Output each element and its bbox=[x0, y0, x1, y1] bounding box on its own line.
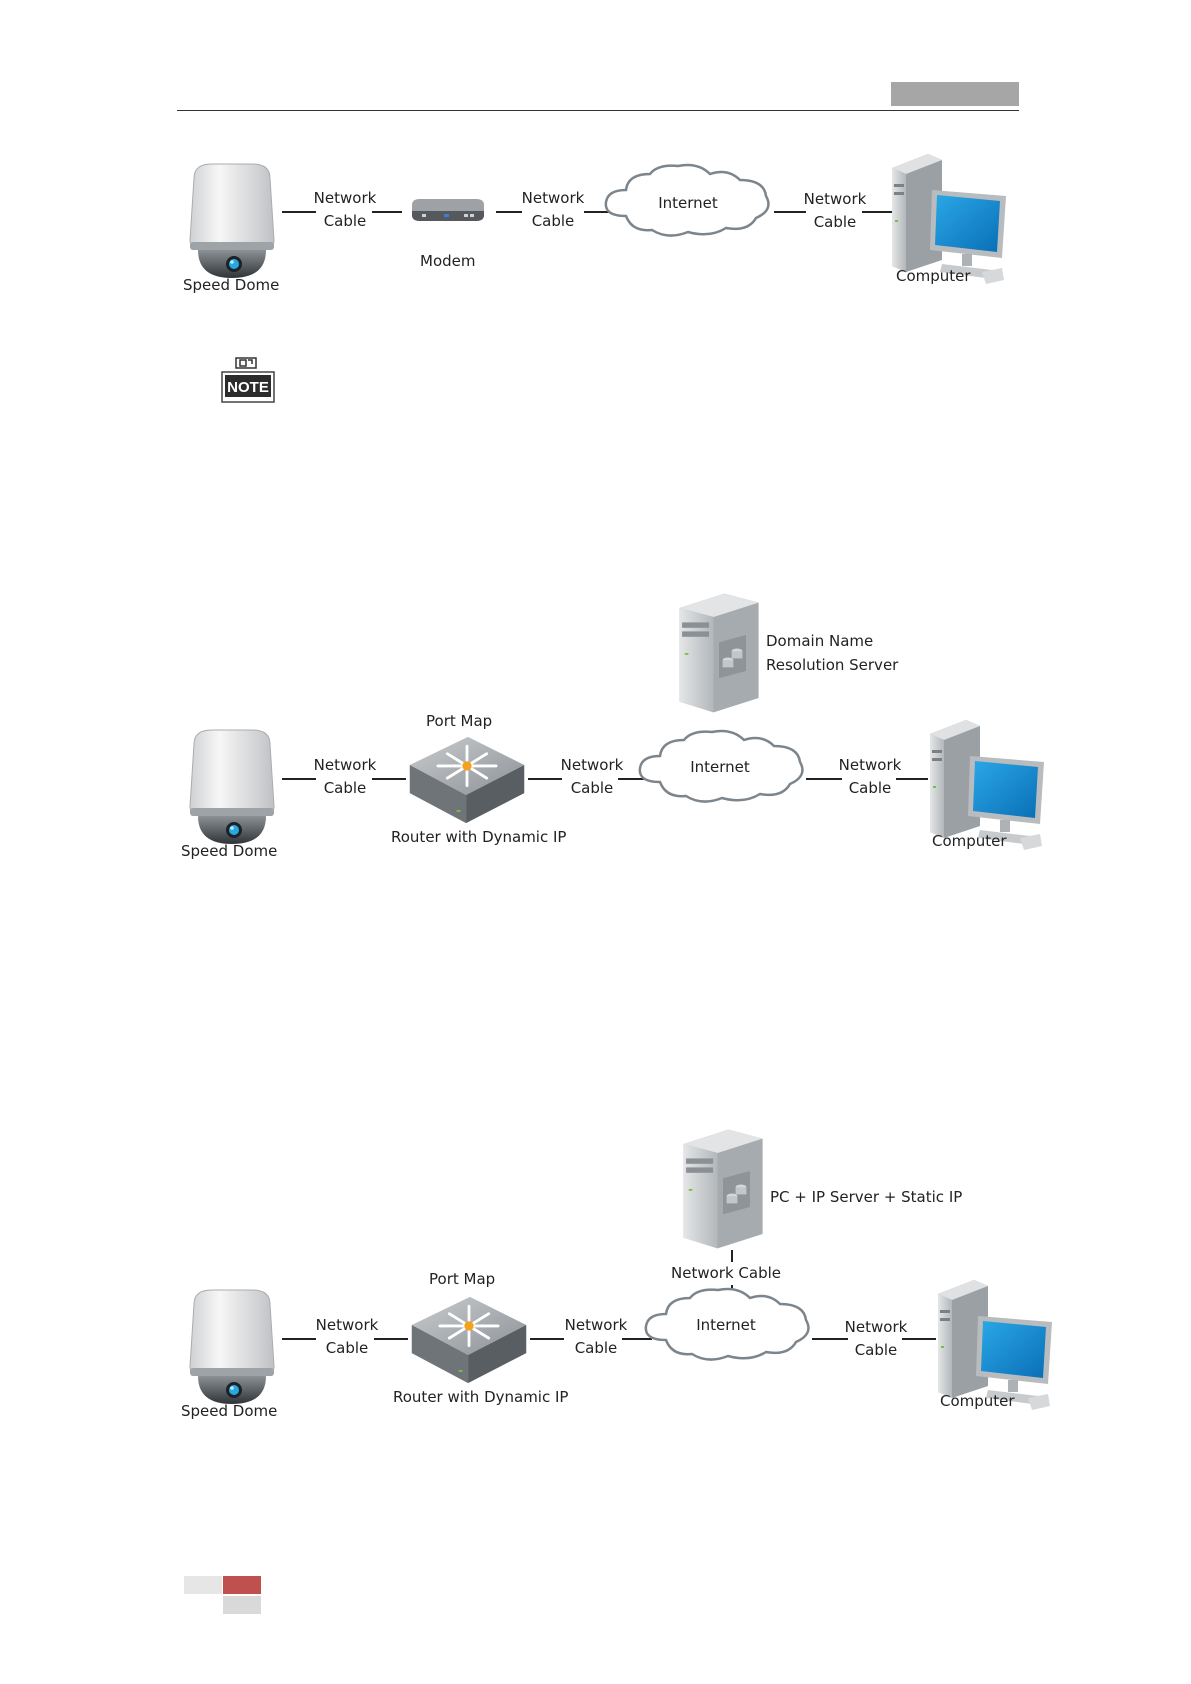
router-top-label: Port Map bbox=[426, 712, 493, 730]
speed-dome-icon bbox=[182, 726, 282, 846]
header-rule bbox=[177, 110, 1019, 111]
cable-label-line1: Network bbox=[560, 756, 624, 774]
cable-line bbox=[774, 211, 806, 213]
modem-label: Modem bbox=[420, 252, 476, 270]
computer-label: Computer bbox=[932, 832, 1007, 850]
server-label-line1: Domain Name bbox=[766, 632, 874, 650]
cable-line bbox=[282, 211, 316, 213]
cable-line bbox=[618, 778, 648, 780]
router-icon bbox=[408, 1293, 530, 1387]
cable-line bbox=[528, 778, 562, 780]
cable-line bbox=[372, 211, 402, 213]
cable-label-line1: Network bbox=[564, 1316, 628, 1334]
cable-line bbox=[896, 778, 928, 780]
speed-dome-icon bbox=[182, 160, 282, 280]
cable-label-line1: Network bbox=[838, 756, 902, 774]
cable-label-line2: Cable bbox=[854, 1341, 898, 1359]
cable-label-line1: Network bbox=[313, 189, 377, 207]
header-gray-block bbox=[891, 82, 1019, 106]
cable-line bbox=[372, 778, 406, 780]
camera-label: Speed Dome bbox=[181, 842, 278, 860]
cable-line bbox=[584, 211, 612, 213]
cable-line bbox=[902, 1338, 936, 1340]
cable-line bbox=[812, 1338, 848, 1340]
cable-label-line2: Cable bbox=[325, 1339, 369, 1357]
cable-label-line1: Network bbox=[315, 1316, 379, 1334]
cable-label-line2: Cable bbox=[323, 212, 367, 230]
cable-label-line2: Cable bbox=[531, 212, 575, 230]
note-icon: NOTE bbox=[221, 357, 275, 403]
server-cable-label: Network Cable bbox=[670, 1262, 782, 1285]
router-label: Router with Dynamic IP bbox=[391, 828, 567, 846]
cable-label-line2: Cable bbox=[848, 779, 892, 797]
cable-label-line1: Network bbox=[521, 189, 585, 207]
footer-light-block bbox=[184, 1576, 222, 1594]
cable-label-line1: Network bbox=[803, 190, 867, 208]
cable-line bbox=[530, 1338, 564, 1340]
server-icon bbox=[674, 590, 764, 716]
cable-line bbox=[282, 778, 316, 780]
footer-accent-block bbox=[223, 1576, 261, 1594]
router-top-label: Port Map bbox=[429, 1270, 496, 1288]
cable-label-line2: Cable bbox=[574, 1339, 618, 1357]
computer-label: Computer bbox=[940, 1392, 1015, 1410]
cable-line bbox=[622, 1338, 652, 1340]
router-icon bbox=[406, 733, 528, 827]
cable-line bbox=[282, 1338, 316, 1340]
cable-label-line2: Cable bbox=[570, 779, 614, 797]
computer-label: Computer bbox=[896, 267, 971, 285]
cable-line bbox=[862, 211, 892, 213]
cable-label-line1: Network bbox=[844, 1318, 908, 1336]
note-icon-text: NOTE bbox=[227, 379, 269, 396]
cable-line bbox=[806, 778, 842, 780]
footer-gray-block bbox=[223, 1596, 261, 1614]
cloud-label: Internet bbox=[696, 1316, 756, 1334]
cable-label-line2: Cable bbox=[323, 779, 367, 797]
cable-line bbox=[374, 1338, 408, 1340]
cable-label-line1: Network bbox=[313, 756, 377, 774]
modem-icon bbox=[408, 195, 488, 225]
cloud-label: Internet bbox=[658, 194, 718, 212]
cable-label-line2: Cable bbox=[813, 213, 857, 231]
server-label-line2: Resolution Server bbox=[766, 656, 899, 674]
speed-dome-icon bbox=[182, 1286, 282, 1406]
server-icon bbox=[678, 1126, 768, 1252]
router-label: Router with Dynamic IP bbox=[393, 1388, 569, 1406]
cloud-label: Internet bbox=[690, 758, 750, 776]
camera-label: Speed Dome bbox=[181, 1402, 278, 1420]
cable-line bbox=[496, 211, 522, 213]
server-label: PC + IP Server + Static IP bbox=[770, 1188, 963, 1206]
camera-label: Speed Dome bbox=[183, 276, 280, 294]
